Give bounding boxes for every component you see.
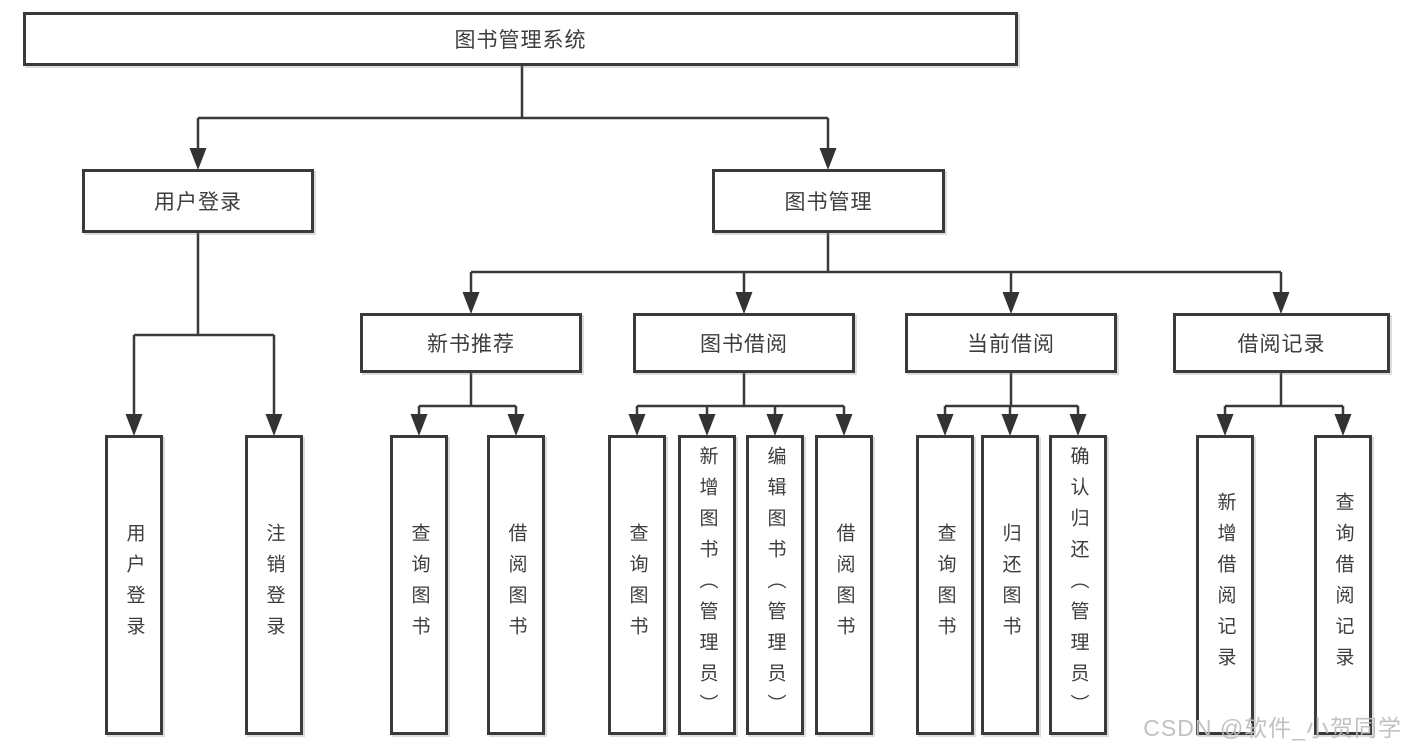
- node-root-library-management-system: 图书管理系统: [23, 12, 1018, 66]
- node-leaf-records-add-record: 新增借阅记录: [1196, 435, 1254, 735]
- node-leaf-borrowing-borrow-books: 借阅图书: [815, 435, 873, 735]
- arrowhead-icon: [766, 414, 784, 436]
- node-leaf-current-return-books: 归还图书: [981, 435, 1039, 735]
- node-borrowing-records: 借阅记录: [1173, 313, 1390, 373]
- csdn-watermark: CSDN @软件_小贺同学: [1143, 715, 1402, 741]
- arrowhead-icon: [835, 414, 853, 436]
- node-label: 借阅图书: [833, 523, 855, 647]
- arrowhead-icon: [189, 148, 207, 170]
- arrowhead-icon: [507, 414, 525, 436]
- connector-mgmt-to-level3: [469, 233, 1283, 294]
- arrowhead-icon: [1272, 292, 1290, 314]
- arrowhead-icon: [698, 414, 716, 436]
- node-leaf-recommend-query-books: 查询图书: [390, 435, 448, 735]
- node-label: 注销登录: [263, 523, 285, 647]
- node-label: 当前借阅: [967, 333, 1055, 356]
- connector-borrowing-to-leaves: [635, 373, 846, 416]
- node-label: 查询图书: [626, 523, 648, 647]
- node-user-login: 用户登录: [82, 169, 314, 233]
- node-leaf-logout: 注销登录: [245, 435, 303, 735]
- node-label: 借阅记录: [1237, 333, 1326, 356]
- arrowhead-icon: [410, 414, 428, 436]
- connector-current-to-leaves: [943, 373, 1080, 416]
- node-label: 用户登录: [123, 523, 145, 647]
- node-new-book-recommend: 新书推荐: [360, 313, 582, 373]
- node-label: 图书借阅: [700, 333, 788, 356]
- connector-recommend-to-leaves: [417, 373, 518, 416]
- arrowhead-icon: [462, 292, 480, 314]
- node-label: 查询图书: [408, 523, 430, 647]
- arrowhead-icon: [936, 414, 954, 436]
- arrowhead-icon: [628, 414, 646, 436]
- arrowhead-icon: [735, 292, 753, 314]
- node-book-borrowing: 图书借阅: [633, 313, 855, 373]
- node-label: 归还图书: [999, 523, 1021, 647]
- node-current-borrowing: 当前借阅: [905, 313, 1117, 373]
- node-label: 借阅图书: [505, 523, 527, 647]
- node-leaf-current-query-books: 查询图书: [916, 435, 974, 735]
- node-leaf-recommend-borrow-books: 借阅图书: [487, 435, 545, 735]
- node-label: 图书管理: [784, 191, 873, 214]
- node-leaf-records-query-record: 查询借阅记录: [1314, 435, 1372, 735]
- arrowhead-icon: [1002, 292, 1020, 314]
- node-book-management: 图书管理: [712, 169, 945, 233]
- node-leaf-borrowing-edit-books-admin: 编辑图书（管理员）: [746, 435, 804, 735]
- arrowhead-icon: [1334, 414, 1352, 436]
- node-label: 确认归还（管理员）: [1067, 445, 1089, 725]
- node-leaf-user-login: 用户登录: [105, 435, 163, 735]
- arrowhead-icon: [265, 414, 283, 436]
- node-leaf-borrowing-add-books-admin: 新增图书（管理员）: [678, 435, 736, 735]
- node-leaf-current-confirm-return-admin: 确认归还（管理员）: [1049, 435, 1107, 735]
- node-label: 查询图书: [934, 523, 956, 647]
- arrowhead-icon: [1216, 414, 1234, 436]
- node-label: 查询借阅记录: [1332, 492, 1354, 678]
- arrowhead-icon: [125, 414, 143, 436]
- arrowhead-icon: [819, 148, 837, 170]
- node-label: 编辑图书（管理员）: [764, 445, 786, 725]
- node-label: 新增图书（管理员）: [696, 445, 718, 725]
- node-label: 新增借阅记录: [1214, 492, 1236, 678]
- node-label: 用户登录: [154, 191, 242, 214]
- arrowhead-icon: [1069, 414, 1087, 436]
- connector-records-to-leaves: [1223, 373, 1345, 416]
- node-label: 图书管理系统: [454, 29, 587, 52]
- node-label: 新书推荐: [427, 333, 515, 356]
- node-leaf-borrowing-query-books: 查询图书: [608, 435, 666, 735]
- connector-root-to-level2: [196, 66, 830, 150]
- connector-login-to-leaves: [132, 233, 276, 416]
- arrowhead-icon: [1001, 414, 1019, 436]
